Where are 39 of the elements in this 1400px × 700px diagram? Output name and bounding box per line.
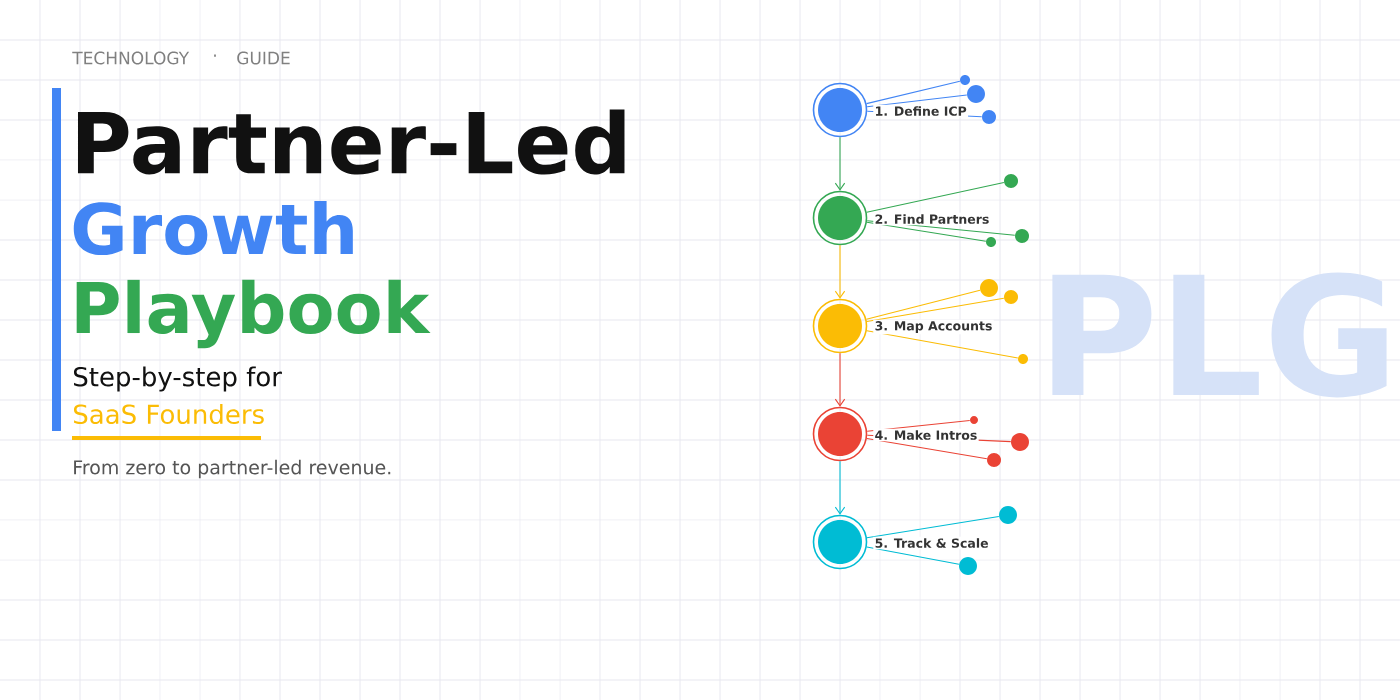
connector-line [866,182,1005,213]
dot [1004,290,1018,304]
category-tag: TECHNOLOGY [72,51,190,65]
dot [982,110,996,124]
connector-line [866,515,1000,539]
connector-line [866,297,1005,322]
connector-line [866,546,960,565]
connector-line [866,438,988,460]
arrow [834,136,846,191]
step-circle [812,298,868,354]
dot [980,279,998,297]
title-line: Growth [73,200,353,256]
dot [999,506,1017,524]
connector-line [866,419,971,432]
connector-line [866,80,961,105]
step-circle [812,406,868,462]
subtitle: SaaS Founders [74,403,264,425]
connector-line [866,221,987,242]
title-line: Partner-Led [78,109,625,175]
step-circle [812,82,868,138]
dot [987,453,1001,467]
arrow [834,352,846,407]
dot [1015,229,1029,243]
connector-line [866,330,1019,359]
step-circle [812,190,868,246]
dot [959,557,977,575]
connector-line [865,289,981,320]
subtitle: Step-by-step for [74,366,282,392]
tagline: From zero to partner-led revenue. [74,459,391,479]
title-line: Playbook [76,279,431,349]
separator-dot: · [214,54,216,57]
dot [967,85,985,103]
arrow [834,244,846,299]
step-circle [812,514,868,570]
category-tag: GUIDE [237,51,290,65]
dot [1011,433,1029,451]
dot [1004,174,1018,188]
connector-line [866,94,968,108]
arrow [834,460,846,515]
